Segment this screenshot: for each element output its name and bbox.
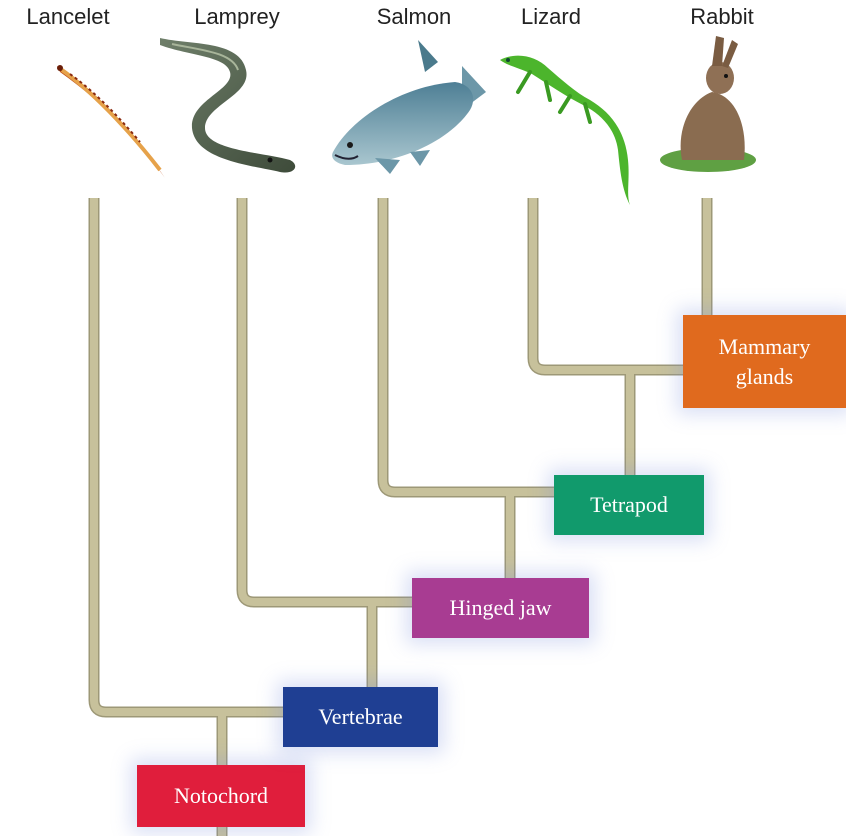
trait-box-tetrapod: Tetrapod	[554, 475, 704, 535]
taxon-label-lancelet: Lancelet	[26, 4, 110, 29]
trait-label-tetrapod: Tetrapod	[590, 492, 668, 517]
branch-node-mammals	[510, 370, 634, 496]
trait-label-mammary-line2: glands	[735, 363, 794, 389]
taxon-label-lizard: Lizard	[521, 4, 581, 29]
branch-lamprey	[238, 198, 372, 606]
trait-label-notochord: Notochord	[173, 783, 269, 808]
branch-lizard-outline	[527, 198, 630, 376]
branch-lamprey-outline	[236, 198, 372, 608]
salmon-illustration	[332, 40, 486, 174]
branch-salmon	[379, 198, 510, 496]
rabbit-illustration	[660, 36, 756, 172]
trait-label-hinged-jaw: Hinged jaw	[449, 595, 552, 620]
trait-box-hinged-jaw: Hinged jaw	[412, 578, 589, 638]
taxon-label-salmon: Salmon	[376, 4, 452, 29]
branch-lancelet-outline	[88, 198, 222, 718]
lancelet-illustration	[57, 65, 165, 178]
lizard-illustration	[500, 55, 630, 205]
branch-lizard	[529, 198, 630, 374]
trait-box-vertebrae: Vertebrae	[283, 687, 438, 747]
branch-node-mammals-outline	[510, 370, 636, 498]
branch-lancelet	[90, 198, 222, 716]
trait-box-mammary-glands: Mammary glands	[683, 315, 846, 408]
branch-salmon-outline	[377, 198, 510, 498]
trait-box-notochord: Notochord	[137, 765, 305, 827]
trait-label-vertebrae: Vertebrae	[318, 704, 403, 729]
taxon-label-lamprey: Lamprey	[194, 4, 280, 29]
taxon-label-rabbit: Rabbit	[690, 4, 754, 29]
trait-label-mammary-line1: Mammary	[718, 333, 811, 359]
lamprey-illustration	[160, 38, 296, 173]
